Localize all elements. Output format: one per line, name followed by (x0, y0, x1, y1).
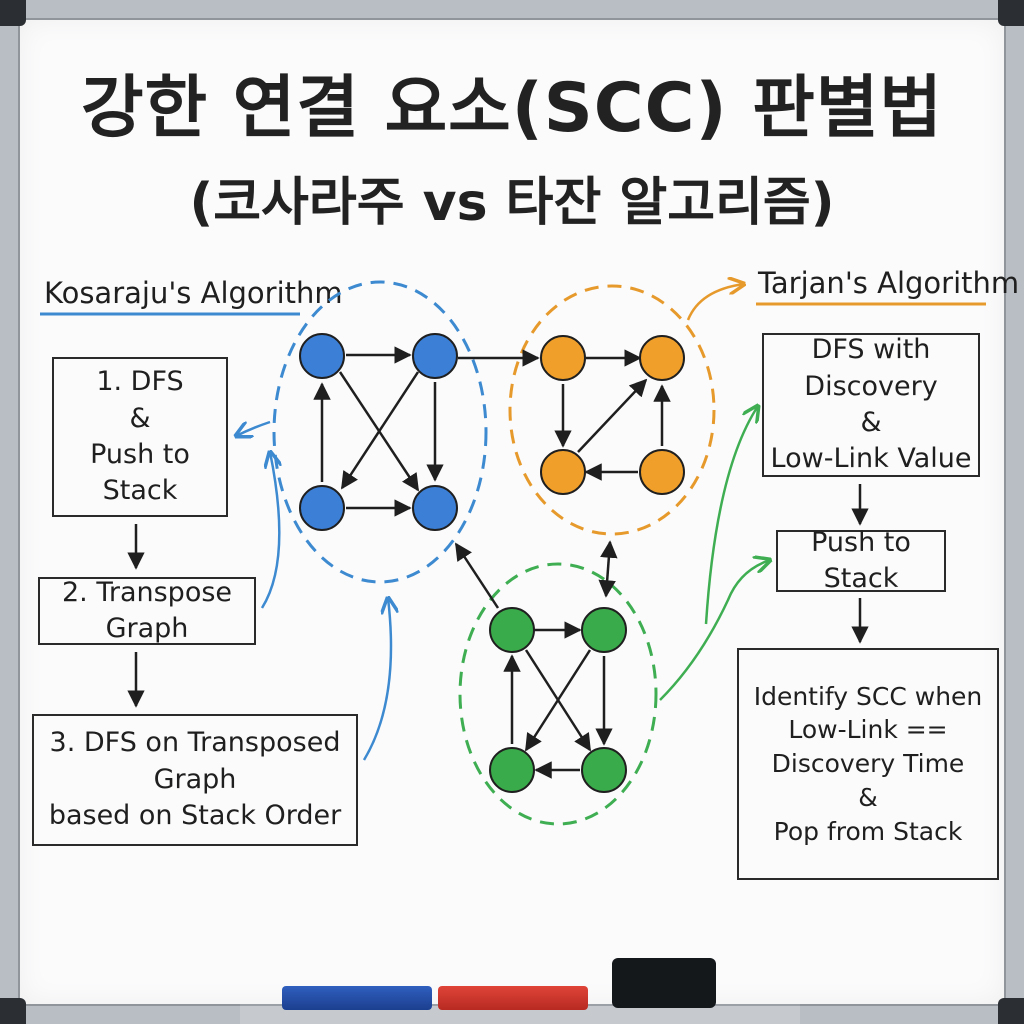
graph-node (540, 335, 586, 381)
graph-node (540, 449, 586, 495)
kosaraju-step3-line1: 3. DFS on Transposed Graph (49, 727, 341, 795)
tarjan-step1-line3: Low-Link Value (770, 443, 972, 475)
graph-node (581, 607, 627, 653)
kosaraju-step3-box: 3. DFS on Transposed Graph based on Stac… (32, 714, 358, 846)
graph-edge (340, 371, 420, 490)
tarjan-step3-line3: & (858, 782, 878, 812)
kosaraju-step2-line1: 2. Transpose Graph (61, 576, 233, 644)
frame-corner (0, 998, 26, 1024)
graph-edge (454, 542, 500, 609)
subtitle: (코사라주 vs 타잔 알고리즘) (189, 173, 835, 233)
tarjan-step3-line2: Low-Link == Discovery Time (771, 715, 965, 779)
green-cluster-edges (503, 621, 613, 779)
graph-edge (524, 649, 592, 752)
kosaraju-step2-box: 2. Transpose Graph (38, 577, 256, 645)
tarjan-step1-box: DFS with Discovery & Low-Link Value (762, 333, 980, 477)
blue-connectors (236, 420, 391, 761)
tarjan-step3-box: Identify SCC when Low-Link == Discovery … (737, 648, 999, 880)
main-title: 강한 연결 요소(SCC) 판별법 (80, 69, 943, 148)
eraser[interactable] (612, 958, 716, 1008)
inter-cluster-edges (454, 349, 618, 609)
tarjan-step2-line1: Push to Stack (811, 526, 911, 594)
graph-node (581, 747, 627, 793)
kosaraju-step1-line3: Push to Stack (90, 439, 190, 507)
frame-corner (0, 0, 26, 26)
kosaraju-step3-line2: based on Stack Order (48, 800, 342, 832)
graph-node (639, 449, 685, 495)
kosaraju-step1-box: 1. DFS & Push to Stack (52, 357, 228, 517)
tarjan-step3-line4: Pop from Stack (773, 816, 963, 846)
tarjan-step2-box: Push to Stack (776, 527, 946, 594)
kosaraju-step1-line2: & (129, 402, 151, 434)
graph-node (412, 485, 458, 531)
tarjan-heading: Tarjan's Algorithm (758, 266, 1020, 300)
graph-node (489, 607, 535, 653)
blue-connector (362, 598, 391, 761)
kosaraju-step1-line1: 1. DFS (96, 366, 184, 398)
blue-connector (260, 452, 279, 609)
red-marker[interactable] (438, 986, 588, 1010)
blue-cluster-edges (313, 346, 444, 517)
blue-nodes (299, 333, 458, 531)
orange-connector (686, 284, 744, 321)
blue-marker[interactable] (282, 986, 432, 1010)
graph-edge (577, 378, 648, 453)
tarjan-step1-line1: DFS with Discovery (804, 334, 938, 402)
graph-node (299, 485, 345, 531)
green-nodes (489, 607, 627, 793)
kosaraju-heading: Kosaraju's Algorithm (44, 276, 343, 310)
graph-node (639, 335, 685, 381)
green-connector (704, 406, 758, 625)
graph-node (299, 333, 345, 379)
orange-scc-boundary (508, 284, 716, 536)
tarjan-step1-line2: & (860, 407, 882, 438)
graph-node (412, 333, 458, 379)
orange-cluster-edges (554, 349, 671, 481)
blue-scc-boundary (272, 280, 488, 584)
frame-corner (998, 0, 1024, 26)
green-scc-boundary (458, 562, 658, 826)
graph-node (489, 747, 535, 793)
graph-edge (598, 540, 618, 598)
green-connectors (659, 406, 770, 701)
tarjan-step3-line1: Identify SCC when (753, 681, 983, 711)
blue-connector (236, 420, 271, 436)
green-connector (659, 560, 770, 701)
frame-corner (998, 998, 1024, 1024)
orange-nodes (540, 335, 685, 495)
